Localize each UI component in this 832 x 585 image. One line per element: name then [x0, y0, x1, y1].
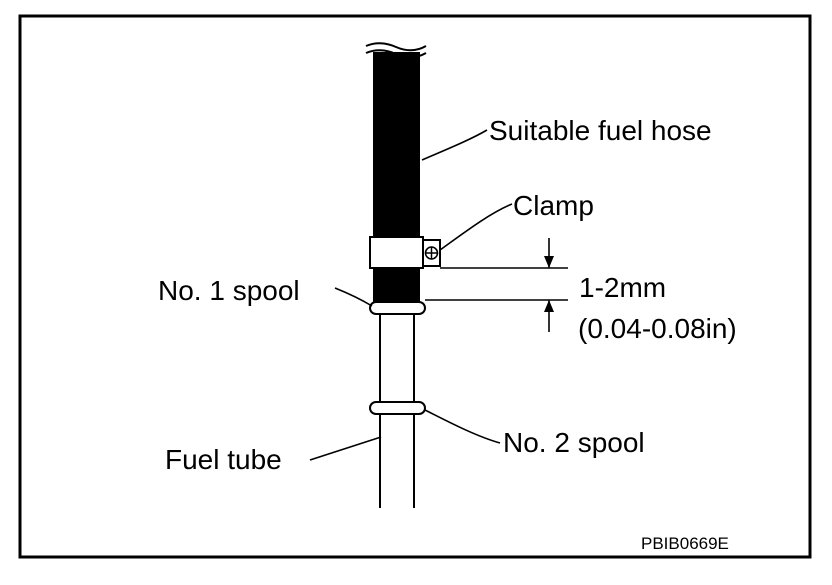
spool-1-bead: [369, 301, 426, 315]
dimension-arrow-up-icon: [544, 300, 554, 312]
spool-2-bead: [369, 401, 426, 415]
leader-lines: [309, 129, 513, 461]
label-dimension-mm: 1-2mm: [579, 272, 666, 303]
label-spool-2: No. 2 spool: [503, 427, 645, 458]
figure-code: PBIB0669E: [641, 534, 729, 553]
label-spool-1: No. 1 spool: [158, 275, 300, 306]
gap-dimension: [425, 238, 568, 332]
label-fuel-tube: Fuel tube: [165, 444, 282, 475]
label-clamp: Clamp: [513, 190, 594, 221]
hose-break-mark: [365, 42, 427, 59]
clamp: [369, 236, 441, 269]
label-dimension-in: (0.04-0.08in): [578, 313, 737, 344]
label-fuel-hose: Suitable fuel hose: [489, 115, 712, 146]
dimension-arrow-down-icon: [544, 256, 554, 268]
